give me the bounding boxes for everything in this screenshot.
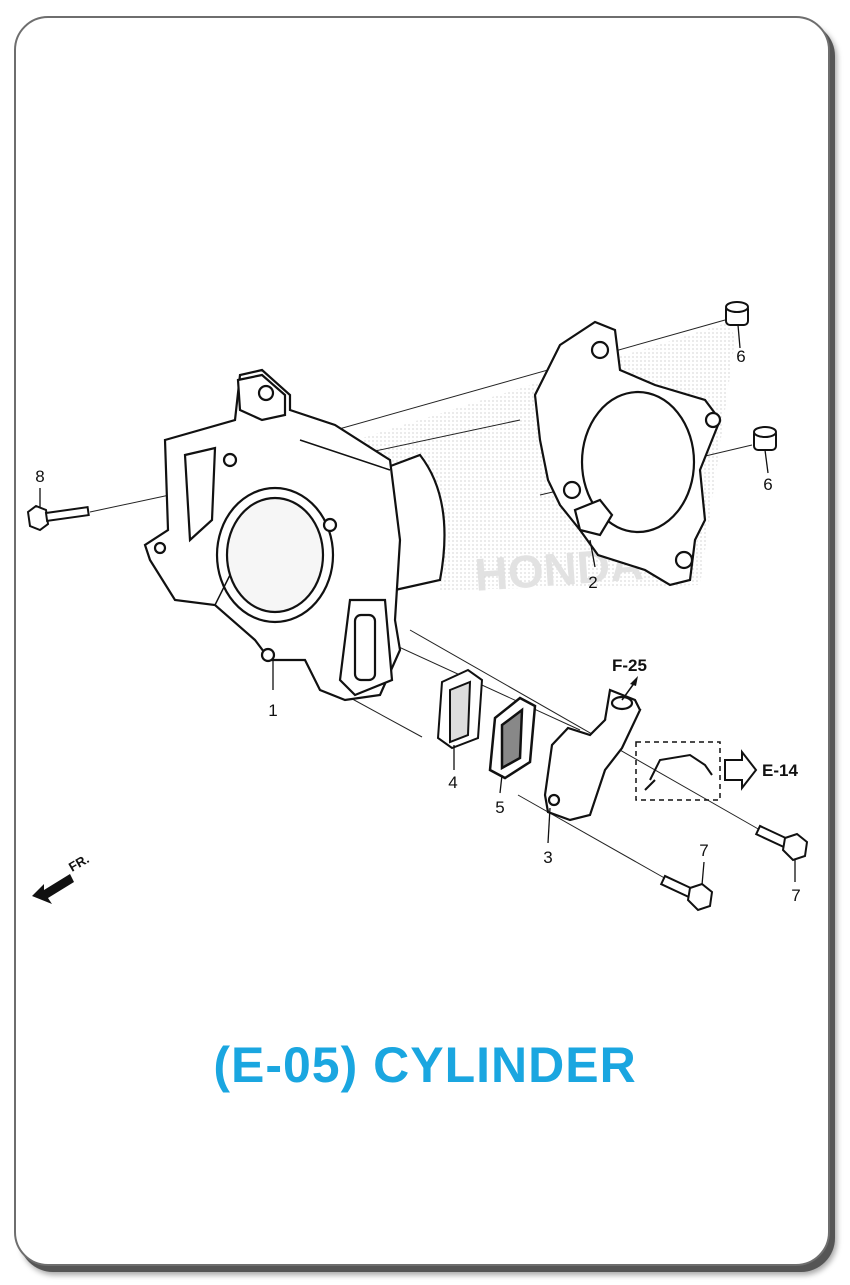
flange-bolt <box>754 824 809 862</box>
clip-box <box>635 741 721 801</box>
callout-cover: 3 <box>543 848 552 867</box>
dowel-pin <box>725 301 749 326</box>
ref-arrow-icon <box>724 749 758 791</box>
callout-reed-valve: 4 <box>448 773 457 792</box>
callout-cylinder: 1 <box>268 701 277 720</box>
ref-f25: F-25 <box>612 656 647 675</box>
page-title: (E-05) CYLINDER <box>213 1037 637 1093</box>
cylinder-block <box>143 368 446 702</box>
front-label: FR. <box>66 851 92 874</box>
callout-dowel-top: 6 <box>736 347 745 366</box>
callout-gasket: 2 <box>588 573 597 592</box>
callout-bolt-stud: 8 <box>35 467 44 486</box>
reed-seal <box>488 696 537 780</box>
front-arrow-icon <box>32 874 74 904</box>
callout-bolt-right: 7 <box>791 886 800 905</box>
diagram-card <box>14 16 830 1266</box>
stud-bolt <box>26 504 90 532</box>
callout-seal: 5 <box>495 798 504 817</box>
dowel-pin <box>753 426 777 451</box>
reed-valve <box>436 668 484 750</box>
callout-leaders <box>39 324 796 886</box>
callout-bolt-left: 7 <box>699 841 708 860</box>
callout-dowel-bottom: 6 <box>763 475 772 494</box>
ref-e14: E-14 <box>762 761 798 780</box>
cylinder-gasket <box>533 320 722 587</box>
flange-bolt <box>659 874 714 912</box>
ref-leader <box>621 676 638 701</box>
reed-cover <box>543 688 642 822</box>
